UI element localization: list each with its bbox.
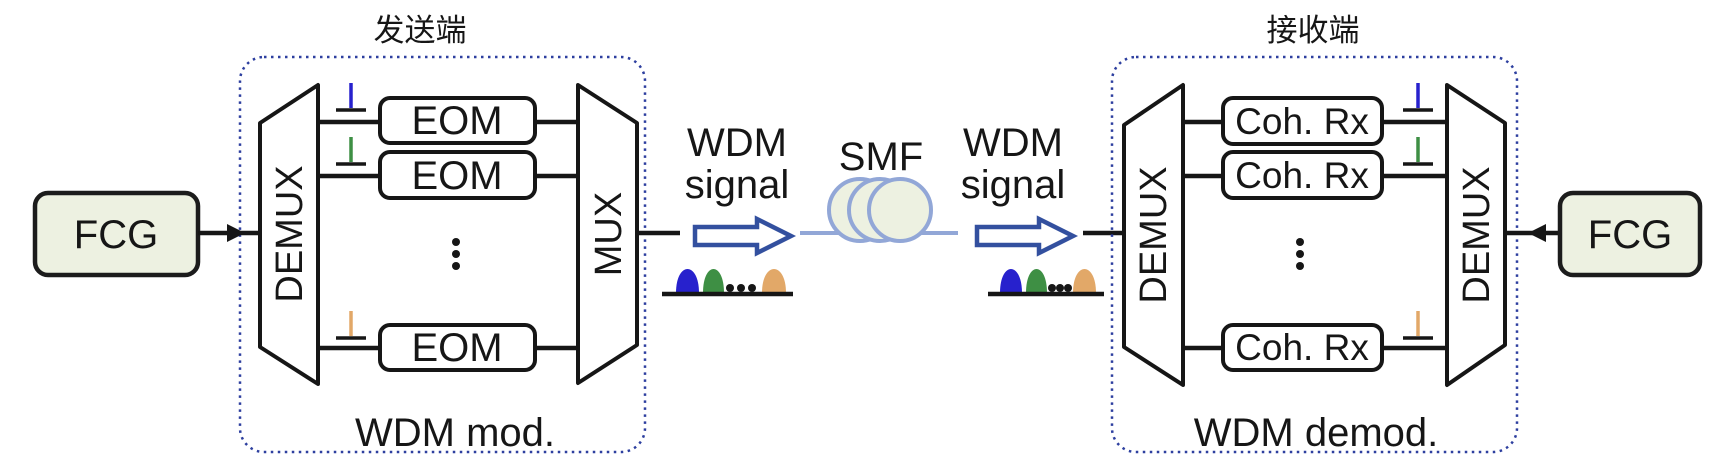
lo-tone-orange-icon bbox=[1403, 311, 1433, 340]
tx-demux-label: DEMUX bbox=[269, 165, 311, 302]
lo-tone-green-icon bbox=[1403, 137, 1433, 166]
wdm-signal-right-line2: signal bbox=[961, 163, 1066, 207]
cohrx-label-2: Coh. Rx bbox=[1235, 155, 1369, 196]
smf-label: SMF bbox=[839, 135, 923, 179]
lo-tone-blue-icon bbox=[1403, 83, 1433, 112]
cohrx-label-1: Coh. Rx bbox=[1235, 101, 1369, 142]
signal-flow-arrow-left bbox=[692, 215, 797, 257]
carrier-tone-orange-icon bbox=[336, 311, 366, 340]
wdm-spectrum-left-icon bbox=[662, 269, 793, 297]
eom-label-3: EOM bbox=[411, 326, 502, 370]
rx-demux-lo-label: DEMUX bbox=[1456, 166, 1498, 303]
receiver-caption: WDM demod. bbox=[1194, 411, 1439, 455]
fcg-right-box bbox=[1557, 190, 1703, 278]
receiver-boundary bbox=[1110, 55, 1519, 454]
rx-demux-signal-shape bbox=[1122, 83, 1185, 387]
tx-mux-shape bbox=[576, 83, 639, 385]
transmitter-title: 发送端 bbox=[374, 13, 467, 48]
arrowhead-into-transmitter bbox=[227, 224, 245, 242]
carrier-tone-blue-icon bbox=[336, 83, 366, 112]
eom-label-2: EOM bbox=[411, 154, 502, 198]
cohrx-label-3: Coh. Rx bbox=[1235, 327, 1369, 368]
fiber-spool-icon bbox=[800, 177, 958, 243]
fcg-left-label: FCG bbox=[74, 213, 158, 257]
tx-vertical-ellipsis-icon bbox=[452, 238, 460, 270]
transmitter-boundary bbox=[238, 55, 647, 454]
wdm-signal-left-line1: WDM bbox=[687, 121, 787, 165]
wdm-signal-left-line2: signal bbox=[685, 163, 790, 207]
tx-demux-shape bbox=[258, 83, 320, 386]
receiver-section: 接收端 DEMUX Coh. Rx Coh. Rx Coh. Rx bbox=[1110, 13, 1703, 455]
transmitter-caption: WDM mod. bbox=[355, 411, 555, 455]
tx-mux-label: MUX bbox=[588, 192, 630, 276]
fcg-right-label: FCG bbox=[1588, 213, 1672, 257]
arrowhead-into-receiver bbox=[1528, 224, 1546, 242]
carrier-tone-green-icon bbox=[336, 137, 366, 166]
signal-flow-arrow-right bbox=[974, 215, 1079, 257]
wdm-spectrum-right-icon bbox=[988, 269, 1104, 297]
optical-link-section: WDM signal SMF WDM signal bbox=[662, 121, 1124, 297]
receiver-title: 接收端 bbox=[1267, 13, 1360, 48]
rx-vertical-ellipsis-icon bbox=[1296, 238, 1304, 270]
rx-demux-lo-shape bbox=[1445, 83, 1507, 387]
rx-demux-signal-label: DEMUX bbox=[1133, 166, 1175, 303]
wdm-signal-right-line1: WDM bbox=[963, 121, 1063, 165]
eom-label-1: EOM bbox=[411, 99, 502, 143]
transmitter-section: 发送端 FCG DEMUX EOM EOM bbox=[32, 13, 680, 455]
